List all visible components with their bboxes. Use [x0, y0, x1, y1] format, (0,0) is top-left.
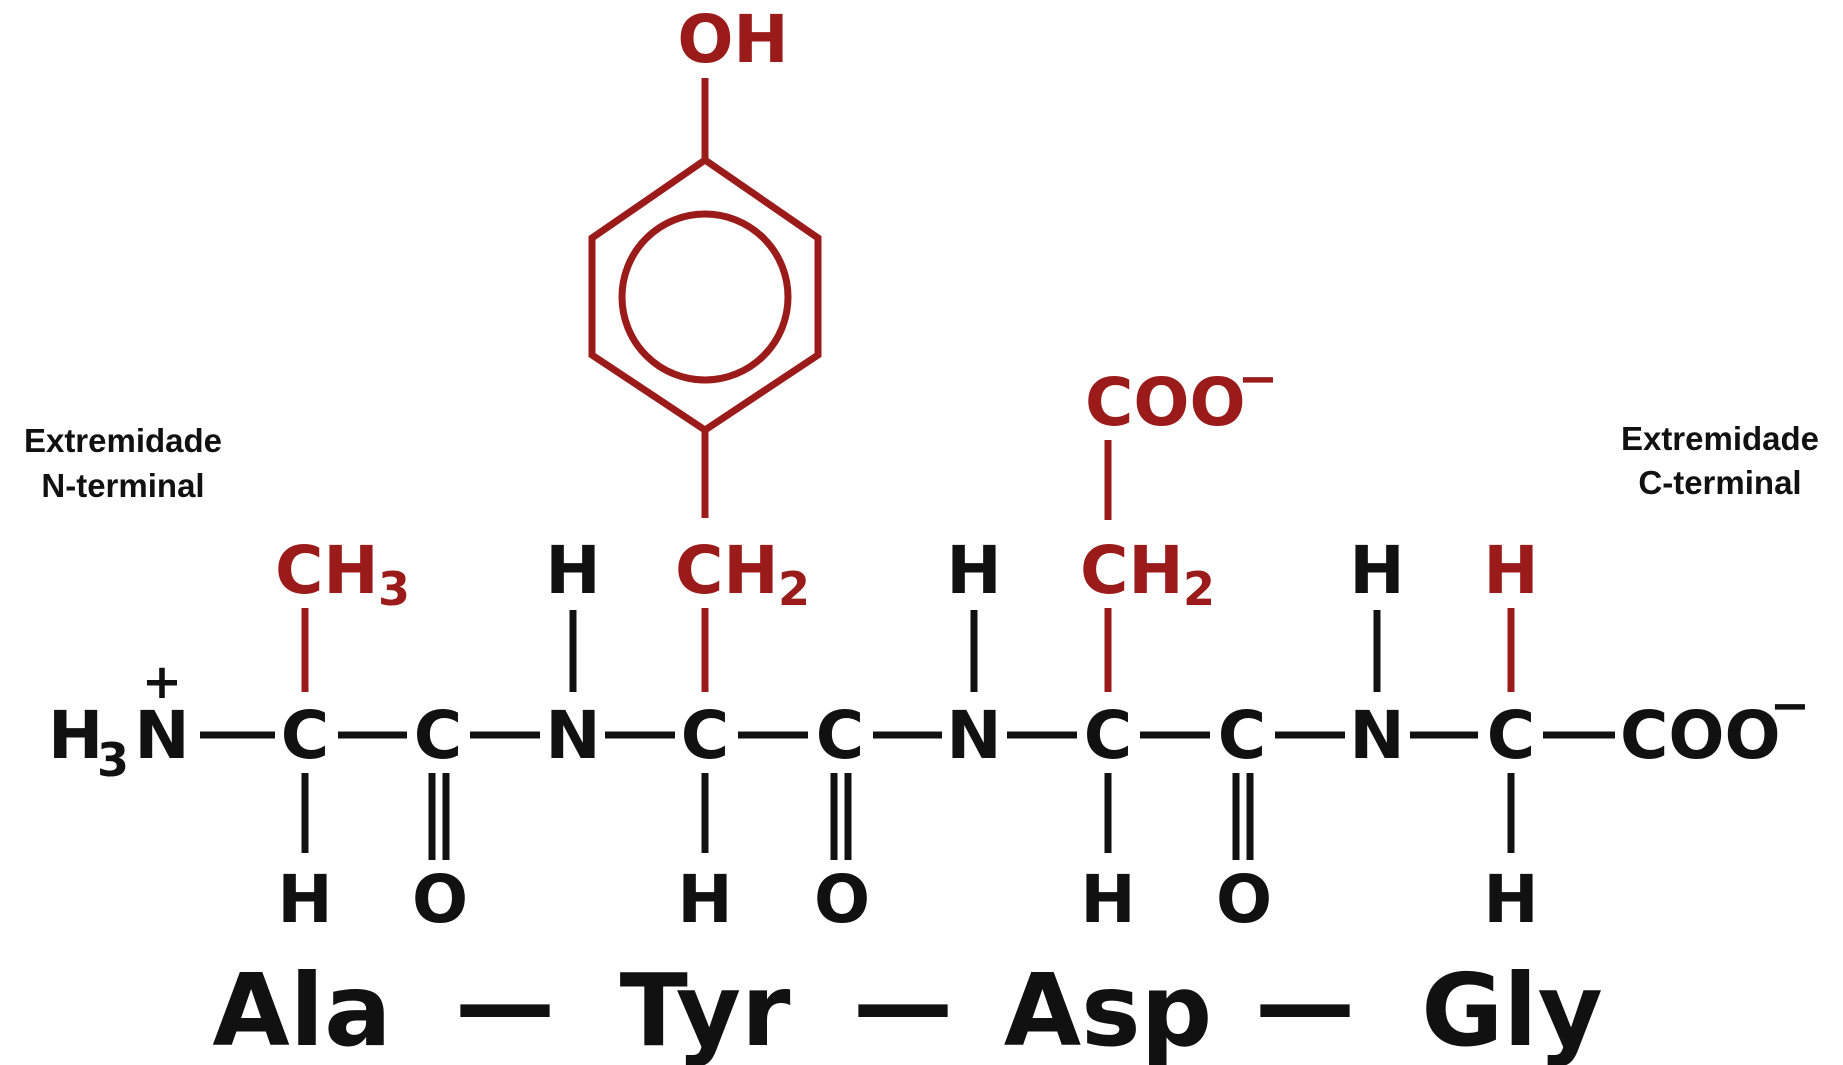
svg-text:H: H — [545, 532, 600, 609]
svg-text:H: H — [1080, 861, 1135, 938]
carbonyl-oxygens: O O O — [412, 861, 1272, 938]
svg-text:H: H — [1349, 532, 1404, 609]
amide-nitrogen-asp: N — [946, 697, 1001, 774]
residue-names: Ala — Tyr — Asp — Gly — [212, 945, 1602, 1065]
amino-h: H — [48, 697, 103, 774]
residue-separator-3: — — [1255, 945, 1355, 1062]
amide-hydrogens: H H H — [545, 532, 1404, 609]
residue-name-gly: Gly — [1421, 952, 1603, 1065]
svg-text:H: H — [1483, 861, 1538, 938]
amino-charge: + — [142, 654, 182, 710]
tyr-methylene: CH — [675, 532, 779, 609]
carbonyl-carbon-1: C — [414, 697, 462, 774]
phenyl-ring — [588, 155, 822, 435]
carbonyl-carbon-3: C — [1218, 697, 1266, 774]
svg-text:O: O — [814, 861, 870, 938]
tyr-hydroxyl: OH — [677, 1, 788, 78]
alpha-carbon-asp: C — [1084, 697, 1132, 774]
asp-carboxylate-charge: − — [1238, 351, 1278, 407]
side-chain-tyr: CH 2 OH — [588, 1, 822, 692]
amide-hydrogen-bonds — [569, 610, 1381, 692]
svg-text:H: H — [277, 861, 332, 938]
amino-nitrogen: N — [134, 697, 189, 774]
ala-methyl: CH — [275, 532, 379, 609]
alpha-hydrogen-bonds — [301, 773, 1515, 853]
c-terminal-charge: − — [1770, 678, 1810, 734]
carbonyl-carbon-2: C — [816, 697, 864, 774]
asp-methylene: CH — [1080, 532, 1184, 609]
residue-name-tyr: Tyr — [620, 952, 792, 1065]
c-terminal-label-line1: Extremidade — [1621, 420, 1819, 457]
residue-separator-1: — — [455, 945, 555, 1062]
svg-text:O: O — [1216, 861, 1272, 938]
backbone-atoms: C C N C C N C C N C COO − — [281, 678, 1810, 774]
amide-nitrogen-gly: N — [1349, 697, 1404, 774]
ala-methyl-subscript: 3 — [378, 562, 410, 616]
aromatic-circle — [618, 210, 792, 384]
svg-text:H: H — [946, 532, 1001, 609]
alpha-carbon-gly: C — [1487, 697, 1535, 774]
alpha-carbon-tyr: C — [681, 697, 729, 774]
n-terminal-label-line1: Extremidade — [24, 422, 222, 459]
side-chain-asp: CH 2 COO − — [1080, 351, 1278, 692]
alpha-hydrogens: H H H H — [277, 861, 1538, 938]
n-terminal-label-line2: N-terminal — [41, 467, 204, 504]
svg-text:O: O — [412, 861, 468, 938]
amino-subscript: 3 — [97, 733, 129, 787]
residue-name-asp: Asp — [1004, 952, 1213, 1065]
carbonyl-double-bonds — [428, 773, 1254, 860]
asp-carboxylate: COO — [1085, 364, 1246, 441]
tyr-methylene-subscript: 2 — [778, 562, 810, 616]
c-terminal-label-line2: C-terminal — [1638, 464, 1801, 501]
asp-methylene-subscript: 2 — [1183, 562, 1215, 616]
gly-hydrogen: H — [1483, 532, 1538, 609]
c-terminal-carboxylate: COO — [1620, 697, 1781, 774]
svg-text:H: H — [677, 861, 732, 938]
residue-name-ala: Ala — [212, 952, 391, 1065]
amide-nitrogen-tyr: N — [545, 697, 600, 774]
alpha-carbon-ala: C — [281, 697, 329, 774]
residue-separator-2: — — [853, 945, 953, 1062]
side-chain-ala: CH 3 — [275, 532, 410, 692]
side-chain-gly: H — [1483, 532, 1539, 692]
